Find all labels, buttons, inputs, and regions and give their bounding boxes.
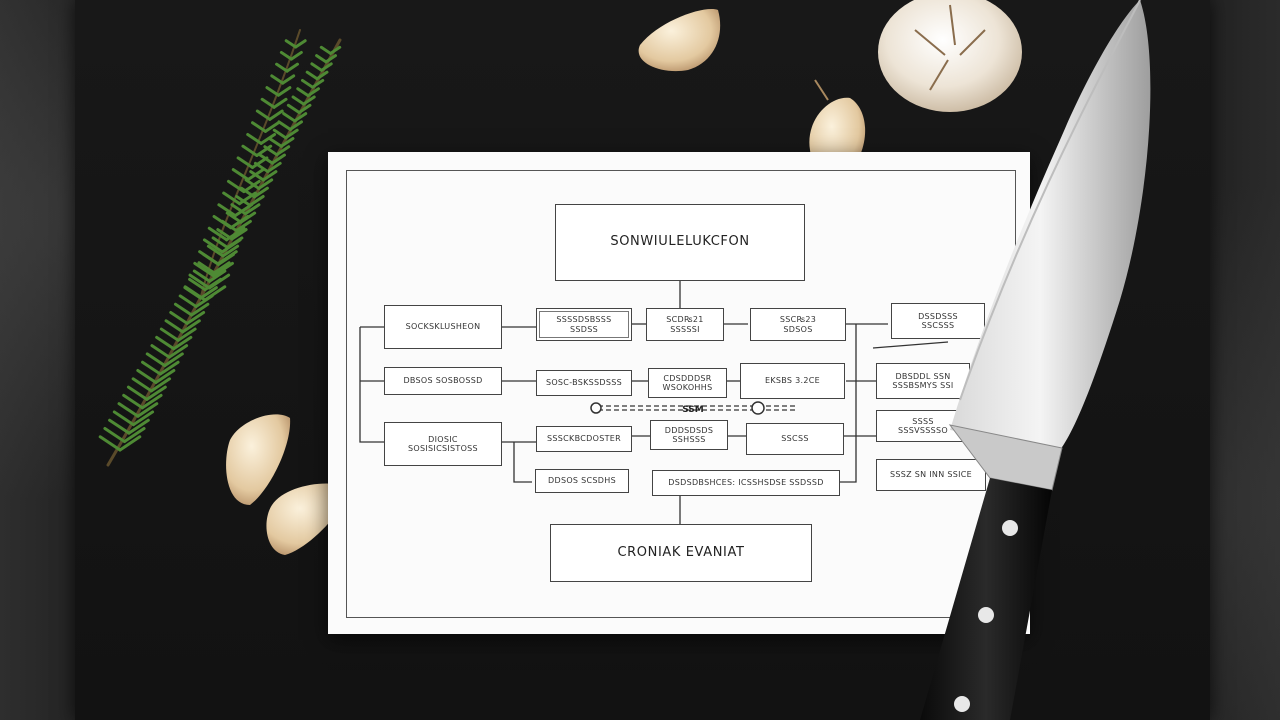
col1-box-3: DIOSIC SOSISICSISTOSS — [384, 422, 502, 466]
col2-box-1: SSSSDSBSSS SSDSS — [536, 308, 632, 341]
col3-box-3: DDDSDSDS SSHSSS — [650, 420, 728, 450]
col4-box-1: SSC₨23 SDSOS — [750, 308, 846, 341]
flowchart-connectors: SSM — [359, 280, 949, 524]
col2-box-4: DDSOS SCSDHS — [535, 469, 629, 493]
right-box-1: DSSDSSS SSCSSS — [891, 303, 985, 339]
dashed-label: SSM — [682, 405, 704, 415]
col4-box-2: EKSBS 3.2CE — [740, 363, 845, 399]
wide-box: DSDSDBSHCES: ICSSHSDSE SSDSSD — [652, 470, 840, 496]
col1-box-2: DBSOS SOSBOSSD — [384, 367, 502, 395]
col2-box-2: SOSC-BSKSSDSSS — [536, 370, 632, 396]
flowchart-title-box: SONWIULELUKCFON — [555, 204, 805, 281]
right-box-2: DBSDDL SSN SSSBSMYS SSI — [876, 363, 970, 399]
col4-box-3: SSCSS — [746, 423, 844, 455]
col1-box-1: SOCKSKLUSHEON — [384, 305, 502, 349]
col3-box-1: SCD₨21 SSSSSI — [646, 308, 724, 341]
col2-box-3: SSSCKBCDOSTER — [536, 426, 632, 452]
col3-box-2: CDSDDDSR WSOKOHHS — [648, 368, 727, 398]
flowchart-paper: SSM SONWIULELUKCFON SOCKSKLUSHEON DBSOS … — [328, 152, 1030, 634]
flowchart-bottom-box: CRONIAK EVANIAT — [550, 524, 812, 582]
right-box-4: SSSZ SN INN SSICE — [876, 459, 986, 491]
